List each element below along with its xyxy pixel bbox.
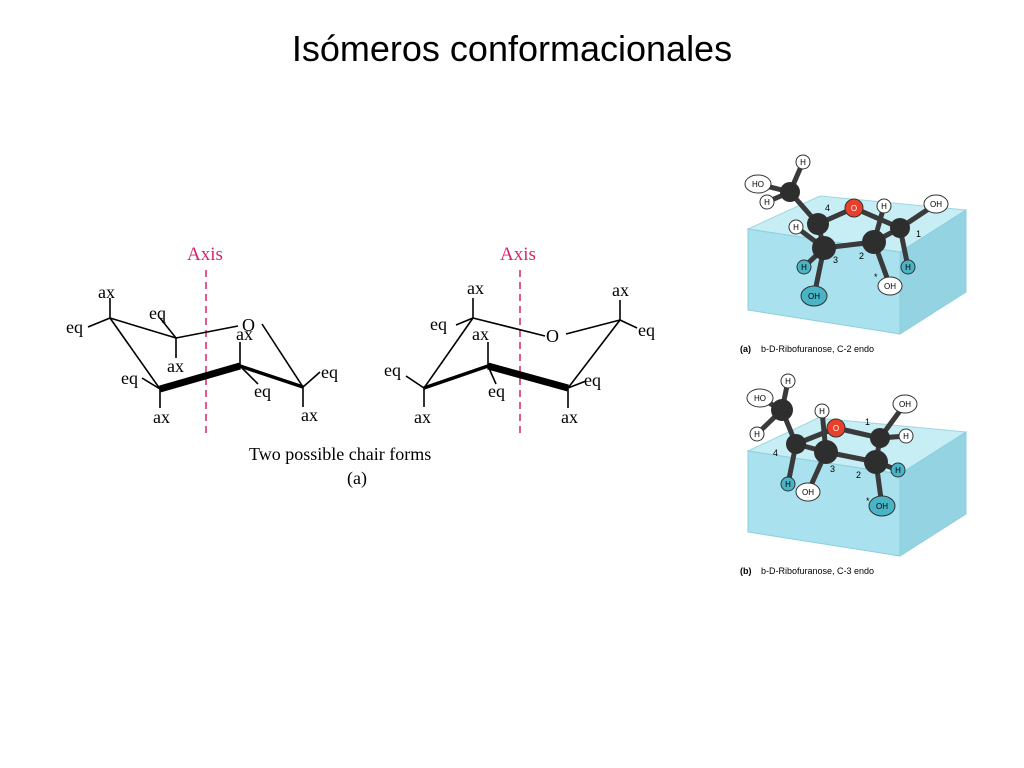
axis-label-left: Axis — [187, 244, 223, 265]
atom-label: OH — [930, 200, 942, 209]
slide-title: Isómeros conformacionales — [291, 28, 733, 69]
atom-label: H — [819, 407, 825, 416]
label-eq: eq — [254, 381, 271, 401]
chair-left: Axis O ax eq eq ax ax eq eq ax eq ax — [66, 244, 338, 436]
label-eq: eq — [121, 368, 138, 388]
label-ax: ax — [561, 407, 578, 427]
label-eq: eq — [430, 314, 447, 334]
label-eq: eq — [66, 317, 83, 337]
ring-oxygen-right: O — [546, 326, 559, 346]
carbon-number: 4 — [825, 203, 830, 213]
carbon-number: 1 — [865, 417, 870, 427]
atom-label: OH — [899, 400, 911, 409]
atom-label: H — [785, 377, 791, 386]
label-ax: ax — [301, 405, 318, 425]
atom-label: OH — [876, 502, 888, 511]
ring-oxygen-atom: O — [851, 204, 857, 213]
atom-label: H — [754, 430, 760, 439]
atom-label: H — [881, 202, 887, 211]
ring-oxygen-atom: O — [833, 424, 839, 433]
atom-label: H — [793, 223, 799, 232]
atom-label: H — [764, 198, 770, 207]
label-eq: eq — [321, 362, 338, 382]
atom-label: H — [800, 158, 806, 167]
caption-letter-b: (b) — [740, 566, 752, 576]
ribose-model-b: H HO H H OH O H H H OH OH 1 2 3 4 * (b) … — [740, 373, 968, 576]
label-ax: ax — [167, 356, 184, 376]
carbon-number: 2 — [856, 470, 861, 480]
carbon-number: 4 — [773, 448, 778, 458]
caption-text-b: b-D-Ribofuranose, C-3 endo — [761, 566, 874, 576]
carbon-number: 3 — [833, 255, 838, 265]
atom-label: H — [785, 480, 791, 489]
label-ax: ax — [472, 324, 489, 344]
atom-label: OH — [808, 292, 820, 301]
label-ax: ax — [612, 280, 629, 300]
carbon-number: 3 — [830, 464, 835, 474]
ring-oxygen-left: O — [242, 315, 255, 335]
label-eq: eq — [384, 360, 401, 380]
chair-panel-label: (a) — [347, 468, 367, 489]
chair-right: Axis O ax eq ax eq ax eq eq ax eq ax — [384, 244, 655, 436]
carbon-number: 1 — [916, 229, 921, 239]
caption-letter-a: (a) — [740, 344, 751, 354]
label-eq: eq — [149, 303, 166, 323]
label-ax: ax — [414, 407, 431, 427]
atom-label: OH — [884, 282, 896, 291]
label-eq: eq — [638, 320, 655, 340]
label-ax: ax — [236, 324, 253, 344]
atom-label: HO — [754, 394, 766, 403]
label-eq: eq — [584, 370, 601, 390]
atom-label: H — [895, 466, 901, 475]
star-mark: * — [874, 272, 878, 282]
atom-label: H — [903, 432, 909, 441]
ribose-model-a: H HO H O H OH H H H OH OH 4 3 2 1 * (a) … — [740, 154, 968, 354]
label-ax: ax — [153, 407, 170, 427]
atom-label: H — [905, 263, 911, 272]
axis-label-right: Axis — [500, 244, 536, 265]
chair-caption: Two possible chair forms — [249, 444, 431, 464]
carbon-number: 2 — [859, 251, 864, 261]
caption-text-a: b-D-Ribofuranose, C-2 endo — [761, 344, 874, 354]
star-mark: * — [866, 496, 870, 506]
atom-label: H — [801, 263, 807, 272]
label-ax: ax — [98, 282, 115, 302]
atom-label: OH — [802, 488, 814, 497]
atom-label: HO — [752, 180, 764, 189]
label-eq: eq — [488, 381, 505, 401]
label-ax: ax — [467, 278, 484, 298]
